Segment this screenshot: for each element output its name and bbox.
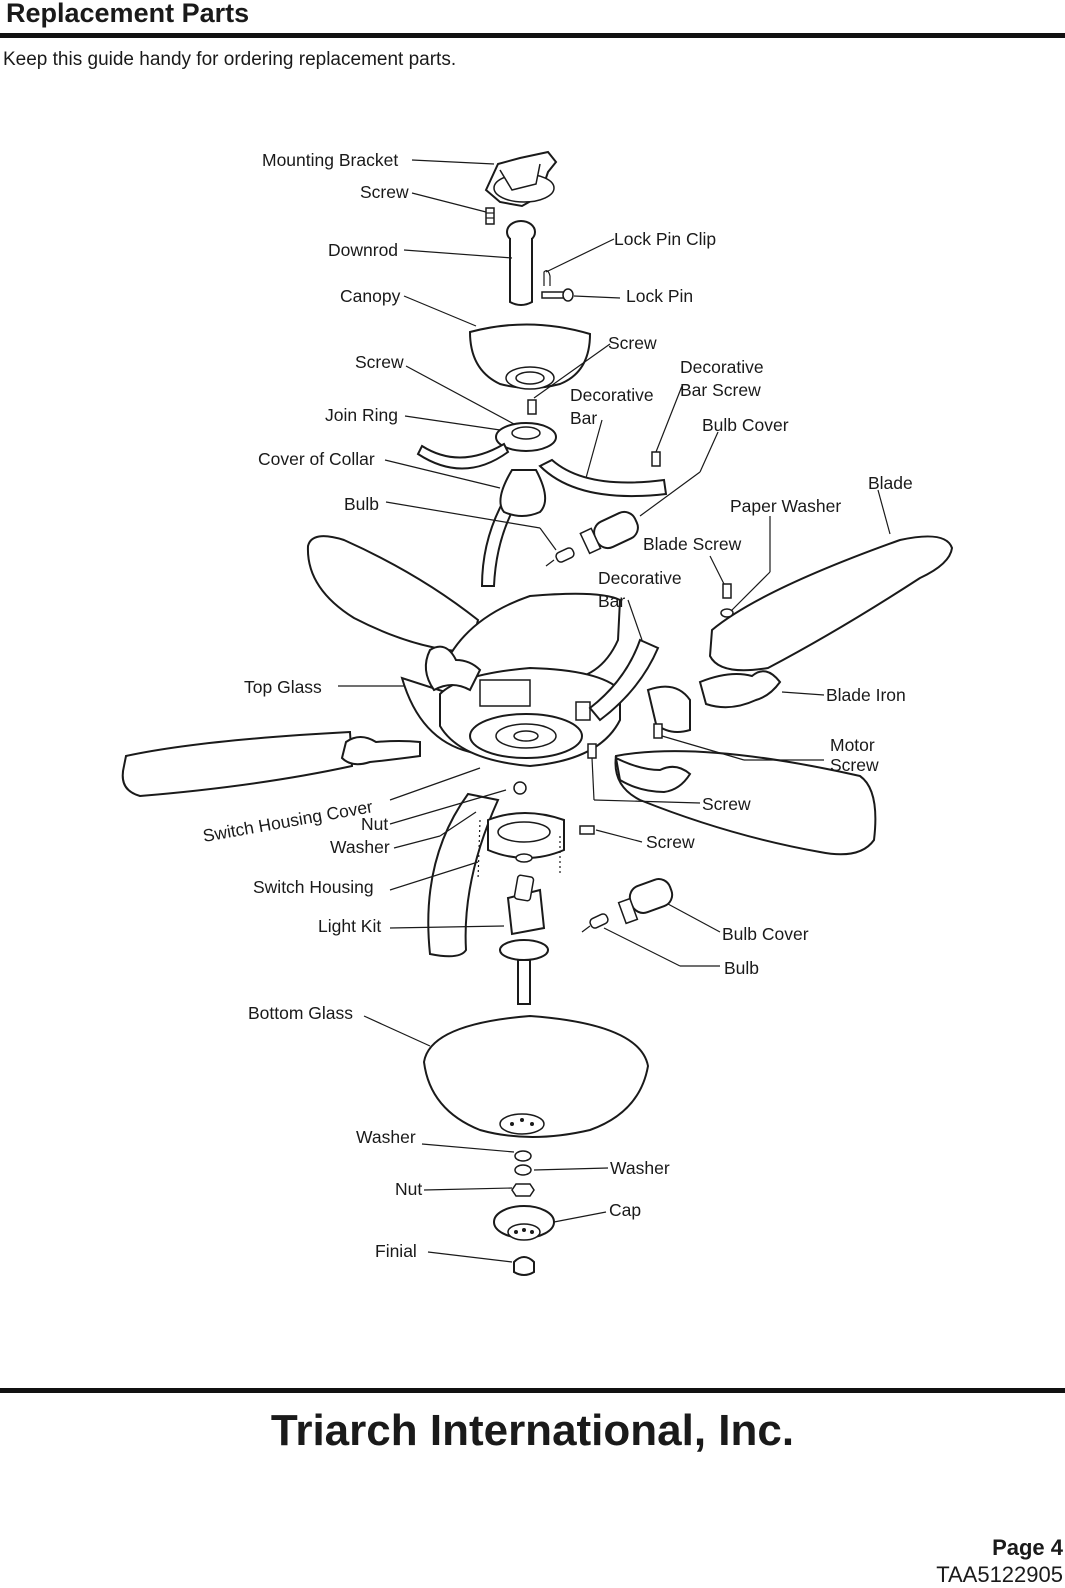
bottom-glass-drawing: [422, 1014, 650, 1138]
bulb-upper-drawing: [545, 547, 575, 567]
label-paper-washer: Paper Washer: [730, 496, 841, 516]
label-bottom-glass: Bottom Glass: [248, 1003, 353, 1023]
label-screw-motor-right: Screw: [702, 794, 751, 814]
nut-lower-drawing: [511, 1183, 535, 1197]
washer-lower-2-drawing: [514, 1164, 532, 1176]
join-ring-drawing: [495, 422, 557, 452]
blade-iron-right: [698, 670, 782, 709]
paper-washer-drawing: [720, 608, 734, 618]
label-join-ring: Join Ring: [325, 405, 398, 425]
blade-upper-right: [708, 535, 954, 672]
blade-screw-drawing: [722, 583, 732, 599]
light-kit-drawing: [499, 874, 549, 1005]
label-bulb-cover-upper: Bulb Cover: [702, 415, 789, 435]
page-number: Page 4: [992, 1535, 1063, 1560]
label-screw-canopy-left: Screw: [355, 352, 404, 372]
canopy-screw-drawing: [527, 399, 537, 415]
blade-left: [121, 730, 354, 798]
cover-of-collar-drawing: [499, 469, 547, 517]
leader-lines: [338, 159, 891, 1263]
blade-bottom-left: [427, 792, 500, 958]
label-canopy: Canopy: [340, 286, 401, 306]
label-cover-of-collar: Cover of Collar: [258, 449, 375, 469]
blade-upper-left: [306, 535, 480, 654]
downrod-drawing: [506, 220, 536, 306]
motor-screw-drawing: [653, 723, 663, 739]
label-decorative-bar-screw-1: Decorative: [680, 357, 764, 377]
label-bulb-cover-lower: Bulb Cover: [722, 924, 809, 944]
bulb-cover-upper-drawing: [579, 510, 639, 555]
bulb-lower-drawing: [581, 913, 609, 933]
label-washer-lower-right: Washer: [610, 1158, 670, 1178]
label-decorative-bar-lower-1: Decorative: [598, 568, 682, 588]
mounting-bracket-drawing: [484, 150, 558, 208]
exploded-parts-diagram: Mounting Bracket Screw Downrod Lock Pin …: [121, 150, 954, 1276]
decorative-bar-screw-drawing: [651, 451, 661, 467]
label-decorative-bar-upper-1: Decorative: [570, 385, 654, 405]
label-bulb-upper: Bulb: [344, 494, 379, 514]
blade-iron-left: [340, 736, 421, 766]
decorative-bar-upper-right: [538, 458, 668, 498]
label-finial: Finial: [375, 1241, 417, 1261]
motor-drawing: [439, 666, 621, 768]
document-code: TAA5122905: [936, 1562, 1063, 1587]
label-decorative-bar-lower-2: Bar: [598, 591, 625, 611]
blade-iron-upper-left: [424, 645, 482, 692]
nut-upper-drawing: [513, 781, 527, 795]
switch-housing-drawing: [477, 812, 565, 881]
label-screw-top: Screw: [360, 182, 409, 202]
label-washer-lower-left: Washer: [356, 1127, 416, 1147]
label-top-glass: Top Glass: [244, 677, 322, 697]
label-screw-canopy-right: Screw: [608, 333, 657, 353]
label-motor-screw-2: Screw: [830, 755, 879, 775]
label-lock-pin: Lock Pin: [626, 286, 693, 306]
switch-housing-screw-drawing: [579, 825, 595, 835]
decorative-bar-lower-arm: [480, 498, 518, 587]
label-light-kit: Light Kit: [318, 916, 381, 936]
label-bulb-lower: Bulb: [724, 958, 759, 978]
blade-iron-bottom: [614, 756, 692, 794]
label-screw-switch-housing: Screw: [646, 832, 695, 852]
screw-motor-drawing: [587, 743, 597, 759]
decorative-bar-upper-left: [416, 442, 510, 470]
company-name: Triarch International, Inc.: [270, 1406, 795, 1455]
footer-rule: [0, 1388, 1065, 1393]
label-decorative-bar-upper-2: Bar: [570, 408, 597, 428]
label-switch-housing: Switch Housing: [253, 877, 374, 897]
label-blade-iron: Blade Iron: [826, 685, 906, 705]
label-nut-lower: Nut: [395, 1179, 422, 1199]
screw-top-drawing: [485, 207, 495, 225]
bulb-cover-lower-drawing: [617, 878, 674, 925]
canopy-drawing: [468, 323, 592, 390]
label-blade-screw: Blade Screw: [643, 534, 742, 554]
lock-pin-clip-drawing: [543, 270, 551, 286]
label-motor-screw-1: Motor: [830, 735, 875, 755]
label-decorative-bar-screw-2: Bar Screw: [680, 380, 761, 400]
header-rule: [0, 33, 1065, 38]
label-mounting-bracket: Mounting Bracket: [262, 150, 398, 170]
label-downrod: Downrod: [328, 240, 398, 260]
finial-drawing: [513, 1256, 535, 1276]
label-nut-upper: Nut: [361, 814, 388, 834]
label-lock-pin-clip: Lock Pin Clip: [614, 229, 716, 249]
washer-lower-1-drawing: [514, 1150, 532, 1162]
label-washer-upper: Washer: [330, 837, 390, 857]
label-cap: Cap: [609, 1200, 641, 1220]
lock-pin-drawing: [541, 288, 574, 302]
page-title: Replacement Parts: [6, 0, 250, 28]
label-blade: Blade: [868, 473, 913, 493]
intro-text: Keep this guide handy for ordering repla…: [3, 49, 457, 70]
decorative-bar-lower-drawing: [588, 638, 660, 722]
cap-drawing: [493, 1205, 555, 1241]
